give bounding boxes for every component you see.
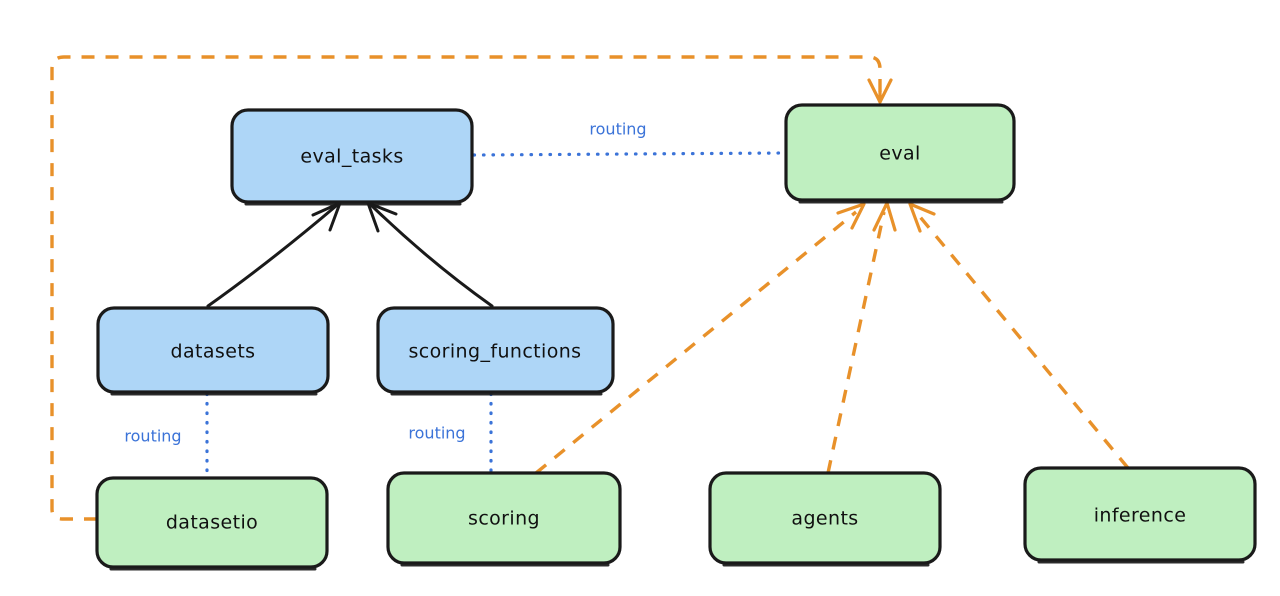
edge-label-routing-datasets-datasetio: routing bbox=[124, 427, 181, 446]
node-scoring-functions-label: scoring_functions bbox=[409, 341, 582, 363]
edge-datasets-to-eval-tasks-line bbox=[206, 204, 338, 308]
node-agents-box[interactable] bbox=[708, 471, 942, 565]
edge-label-routing-eval-tasks-eval: routing bbox=[589, 120, 646, 139]
node-inference-box[interactable] bbox=[1023, 466, 1257, 562]
edge-scoring-functions-to-eval-tasks-line bbox=[370, 204, 494, 308]
node-datasets-label: datasets bbox=[171, 341, 256, 363]
edge-datasets-to-eval-tasks bbox=[206, 201, 342, 308]
edge-datasetio-to-eval-line bbox=[50, 55, 882, 521]
edge-agents-to-eval-line bbox=[826, 211, 886, 474]
edge-inference-to-eval bbox=[908, 202, 1130, 470]
node-datasets[interactable]: datasets bbox=[96, 306, 330, 396]
node-eval-tasks-box[interactable] bbox=[230, 108, 474, 204]
edge-inference-to-eval-arrowhead bbox=[908, 202, 936, 233]
node-scoring-functions[interactable]: scoring_functions bbox=[376, 306, 615, 396]
node-scoring[interactable]: scoring bbox=[386, 471, 622, 567]
edge-scoring-to-eval-arrowhead bbox=[836, 202, 866, 230]
edge-scoring-to-eval bbox=[534, 202, 866, 475]
node-inference[interactable]: inference bbox=[1023, 466, 1257, 564]
node-agents[interactable]: agents bbox=[708, 471, 942, 567]
node-scoring-functions-box[interactable] bbox=[376, 306, 615, 394]
edge-label-routing-scoring-functions-scoring: routing bbox=[408, 424, 465, 443]
node-scoring-box[interactable] bbox=[386, 471, 622, 565]
node-datasetio-label: datasetio bbox=[166, 512, 258, 534]
edge-agents-to-eval-arrowhead bbox=[872, 201, 897, 232]
node-eval-label: eval bbox=[879, 143, 920, 165]
edge-agents-to-eval bbox=[826, 201, 897, 474]
edge-datasetio-to-eval bbox=[50, 55, 893, 521]
edge-datasets-to-datasetio: routing bbox=[124, 392, 209, 478]
node-agents-label: agents bbox=[791, 508, 858, 530]
node-eval-box[interactable] bbox=[784, 103, 1016, 202]
node-scoring-label: scoring bbox=[468, 508, 540, 530]
edge-scoring-to-eval-line bbox=[534, 210, 858, 475]
node-eval-tasks[interactable]: eval_tasks bbox=[230, 108, 474, 206]
edge-eval-tasks-to-eval-line bbox=[472, 151, 786, 157]
edge-eval-tasks-to-eval: routing bbox=[472, 120, 786, 157]
node-datasetio-box[interactable] bbox=[95, 476, 329, 569]
node-datasetio[interactable]: datasetio bbox=[95, 476, 329, 571]
edge-scoring-functions-to-scoring: routing bbox=[408, 392, 493, 473]
edge-scoring-functions-to-eval-tasks bbox=[366, 201, 494, 308]
node-datasets-box[interactable] bbox=[96, 306, 330, 394]
node-eval[interactable]: eval bbox=[784, 103, 1016, 204]
node-eval-tasks-label: eval_tasks bbox=[300, 146, 403, 168]
edge-inference-to-eval-line bbox=[914, 210, 1130, 470]
node-inference-label: inference bbox=[1094, 505, 1187, 527]
